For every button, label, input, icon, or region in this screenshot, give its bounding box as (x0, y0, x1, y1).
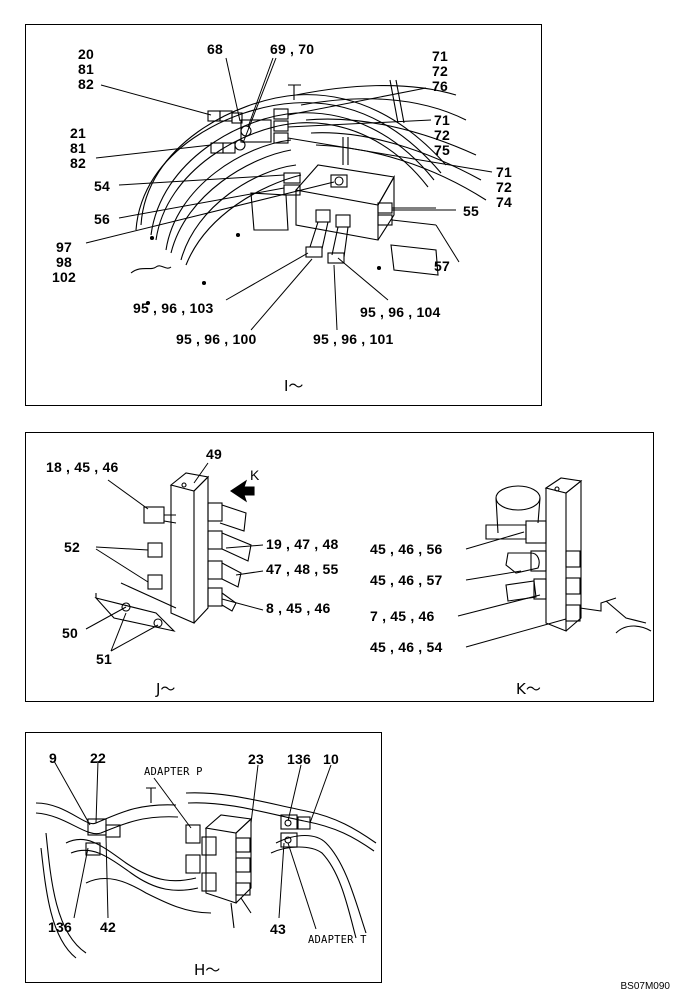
label-45-46-54: 45 , 46 , 54 (370, 639, 443, 655)
label-102: 102 (52, 269, 76, 285)
label-group-97-98-102: 97 98 102 (52, 240, 76, 285)
label-10: 10 (323, 751, 339, 767)
view-i-drawing (85, 57, 493, 331)
label-81: 81 (78, 61, 94, 77)
label-adapter-t: ADAPTER T (308, 934, 367, 946)
label-42: 42 (100, 919, 116, 935)
label-95-96-103: 95 , 96 , 103 (133, 300, 214, 316)
label-k-arrow: K (250, 467, 260, 483)
label-98: 98 (55, 254, 72, 270)
label-23: 23 (248, 751, 264, 767)
label-52: 52 (64, 539, 80, 555)
label-71: 71 (432, 48, 448, 64)
label-74: 74 (496, 194, 512, 210)
label-20: 20 (78, 46, 94, 62)
label-82: 82 (78, 76, 94, 92)
label-97: 97 (55, 239, 72, 255)
view-title-h: H～ (194, 961, 221, 979)
label-group-71-72-75: 71 72 75 (434, 113, 450, 158)
label-group-20-81-82: 20 81 82 (78, 47, 94, 92)
label-19-47-48: 19 , 47 , 48 (266, 536, 339, 552)
label-72: 72 (432, 63, 448, 79)
view-h-drawing (35, 760, 377, 959)
label-18-45-46: 18 , 45 , 46 (46, 459, 119, 475)
label-72: 72 (496, 179, 512, 195)
label-95-96-100: 95 , 96 , 100 (176, 331, 257, 347)
label-54: 54 (94, 178, 110, 194)
drawing-code: BS07M090 (620, 981, 670, 992)
view-jk-panel: 18 , 45 , 46 49 K 52 19 , 47 , 48 47 , 4… (25, 432, 654, 702)
label-71: 71 (434, 112, 450, 128)
label-95-96-101: 95 , 96 , 101 (313, 331, 394, 347)
label-9: 9 (49, 750, 57, 766)
label-51: 51 (96, 651, 112, 667)
label-69-70: 69 , 70 (270, 41, 315, 57)
label-75: 75 (434, 142, 450, 158)
label-8-45-46: 8 , 45 , 46 (266, 600, 331, 616)
label-72: 72 (434, 127, 450, 143)
label-49: 49 (206, 446, 222, 462)
label-group-71-72-76: 71 72 76 (432, 49, 448, 94)
label-55: 55 (463, 203, 479, 219)
view-title-j: J～ (156, 680, 176, 698)
label-82: 82 (70, 155, 86, 171)
label-group-71-72-74: 71 72 74 (496, 165, 512, 210)
label-45-46-57: 45 , 46 , 57 (370, 572, 443, 588)
label-21: 21 (70, 125, 86, 141)
view-jk-drawing (85, 462, 652, 652)
label-22: 22 (90, 750, 106, 766)
label-group-21-81-82: 21 81 82 (70, 126, 86, 171)
label-47-48-55: 47 , 48 , 55 (266, 561, 339, 577)
label-71: 71 (496, 164, 512, 180)
label-136: 136 (287, 751, 311, 767)
label-57: 57 (434, 258, 450, 274)
label-136: 136 (48, 919, 72, 935)
label-50: 50 (62, 625, 78, 641)
view-i-panel: 20 81 82 68 69 , 70 71 72 76 21 81 82 71… (25, 24, 542, 406)
label-95-96-104: 95 , 96 , 104 (360, 304, 441, 320)
label-56: 56 (94, 211, 110, 227)
view-title-k: K～ (516, 680, 541, 698)
label-45-46-56: 45 , 46 , 56 (370, 541, 443, 557)
view-h-panel: 9 22 ADAPTER P 23 136 10 136 42 43 ADAPT… (25, 732, 382, 983)
label-43: 43 (270, 921, 286, 937)
label-68: 68 (207, 41, 223, 57)
view-title-i: I～ (284, 377, 304, 395)
label-adapter-p: ADAPTER P (144, 766, 203, 778)
label-7-45-46: 7 , 45 , 46 (370, 608, 435, 624)
label-81: 81 (70, 140, 86, 156)
label-76: 76 (432, 78, 448, 94)
